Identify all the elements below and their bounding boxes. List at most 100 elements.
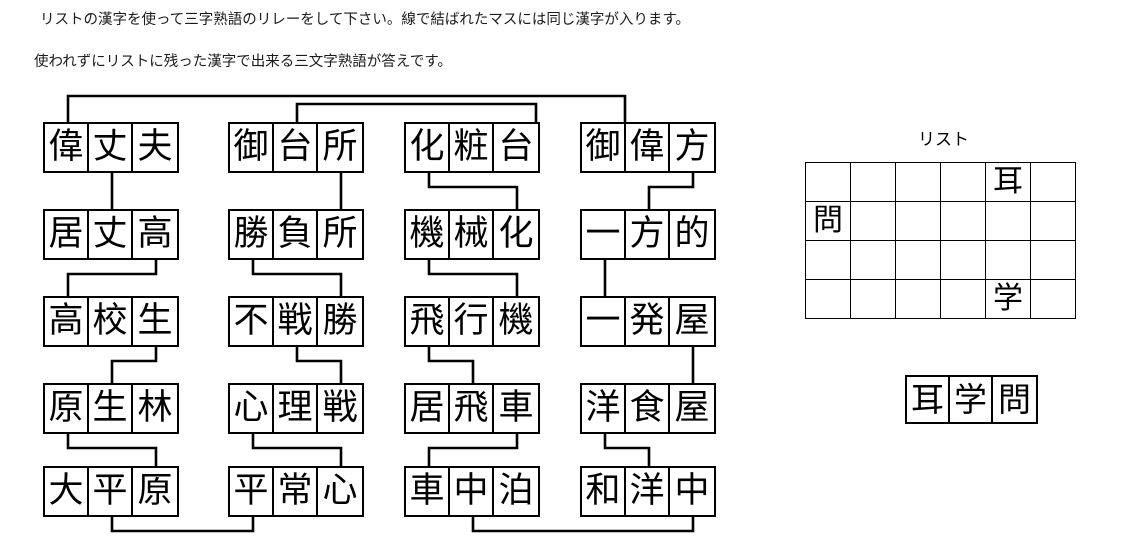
- kanji-cell: 御: [230, 124, 274, 171]
- kanji-cell: 平: [230, 468, 274, 515]
- kanji-cell: 丈: [89, 124, 133, 171]
- word-row-c1-r3: 高校生: [43, 296, 179, 347]
- list-cell[interactable]: [985, 201, 1031, 241]
- kanji-cell: 偉: [45, 124, 89, 171]
- kanji-cell: 高: [133, 211, 177, 258]
- kanji-cell: 食: [626, 385, 670, 432]
- instruction-line-2: 使われずにリストに残った漢字で出来る三文字熟語が答えです。: [34, 53, 452, 70]
- kanji-cell: 負: [274, 211, 318, 258]
- list-cell[interactable]: [940, 201, 986, 241]
- list-row: 学: [805, 279, 1076, 319]
- list-cell[interactable]: [940, 279, 986, 319]
- word-row-c2-r3: 不戦勝: [228, 296, 364, 347]
- link-you-col4r4c1-to-col4r5c2: [603, 430, 651, 466]
- kanji-cell: 偉: [626, 124, 670, 171]
- word-row-c4-r3: 一発屋: [580, 296, 716, 347]
- kanji-cell: 校: [89, 298, 133, 345]
- list-cell[interactable]: 学: [985, 279, 1031, 319]
- link-sha-col3r4c3-to-col3r5c1: [427, 430, 519, 466]
- list-cell[interactable]: [895, 240, 941, 280]
- list-cell[interactable]: [850, 201, 896, 241]
- list-cell[interactable]: 耳: [985, 162, 1031, 202]
- word-row-c3-r2: 機械化: [404, 209, 540, 260]
- kanji-cell: 飛: [406, 298, 450, 345]
- list-cell[interactable]: [1030, 201, 1076, 241]
- kanji-cell: 不: [230, 298, 274, 345]
- kanji-cell: 車: [494, 385, 538, 432]
- list-row: 耳: [805, 162, 1076, 202]
- word-row-c1-r2: 居丈高: [43, 209, 179, 260]
- kanji-cell: 車: [406, 468, 450, 515]
- list-cell[interactable]: [850, 162, 896, 202]
- kanji-cell: 戦: [318, 385, 362, 432]
- kanji-cell: 勝: [318, 298, 362, 345]
- answer-row: 耳学問: [905, 375, 1038, 424]
- list-cell[interactable]: [850, 279, 896, 319]
- kanji-cell: 中: [670, 468, 714, 515]
- word-row-c2-r2: 勝負所: [228, 209, 364, 260]
- link-hou-col4r1c3-to-col4r2c2: [647, 169, 695, 209]
- kanji-cell: 原: [45, 385, 89, 432]
- kanji-cell: 所: [318, 124, 362, 171]
- kanji-cell: 原: [133, 468, 177, 515]
- kanji-cell: 夫: [133, 124, 177, 171]
- list-cell[interactable]: [985, 240, 1031, 280]
- list-cell[interactable]: [805, 279, 851, 319]
- link-gen-col1r4c1-to-col1r5c3: [66, 430, 158, 466]
- connector-lines: [66, 94, 695, 533]
- answer-cell: 学: [950, 377, 993, 422]
- kanji-cell: 台: [494, 124, 538, 171]
- kanji-cell: 高: [45, 298, 89, 345]
- kanji-cell: 生: [133, 298, 177, 345]
- kanji-cell: 所: [318, 211, 362, 258]
- word-row-c3-r5: 車中泊: [404, 466, 540, 517]
- kanji-cell: 心: [318, 468, 362, 515]
- answer-area: 耳学問: [905, 375, 1038, 424]
- kanji-cell: 大: [45, 468, 89, 515]
- list-row: [805, 240, 1076, 280]
- kanji-cell: 的: [670, 211, 714, 258]
- kanji-cell: 戦: [274, 298, 318, 345]
- kanji-cell: 洋: [626, 468, 670, 515]
- list-cell[interactable]: [940, 162, 986, 202]
- word-row-c2-r4: 心理戦: [228, 383, 364, 434]
- kanji-cell: 理: [274, 385, 318, 432]
- link-kou-col1r2c3-to-col1r3c1: [66, 256, 158, 296]
- list-cell[interactable]: [1030, 162, 1076, 202]
- word-row-c1-r5: 大平原: [43, 466, 179, 517]
- list-cell[interactable]: 問: [805, 201, 851, 241]
- list-title: リスト: [918, 130, 969, 150]
- kanji-cell: 発: [626, 298, 670, 345]
- list-cell[interactable]: [805, 240, 851, 280]
- kanji-cell: 中: [450, 468, 494, 515]
- kanji-cell: 居: [406, 385, 450, 432]
- answer-cell: 耳: [907, 377, 950, 422]
- kanji-cell: 平: [89, 468, 133, 515]
- kanji-cell: 屋: [670, 298, 714, 345]
- kanji-cell: 泊: [494, 468, 538, 515]
- list-row: 問: [805, 201, 1076, 241]
- kanji-cell: 化: [494, 211, 538, 258]
- kanji-cell: 和: [582, 468, 626, 515]
- word-row-c1-r1: 偉丈夫: [43, 122, 179, 173]
- list-cell[interactable]: [850, 240, 896, 280]
- list-cell[interactable]: [1030, 240, 1076, 280]
- list-cell[interactable]: [805, 162, 851, 202]
- list-cell[interactable]: [895, 279, 941, 319]
- link-shin-col2r4c1-to-col2r5c3: [251, 430, 343, 466]
- kanji-cell: 居: [45, 211, 89, 258]
- list-cell[interactable]: [895, 201, 941, 241]
- list-grid: 耳問学: [805, 162, 1076, 319]
- instruction-line-1: リストの漢字を使って三字熟語のリレーをして下さい。線で結ばれたマスには同じ漢字が…: [40, 12, 690, 28]
- kanji-cell: 屋: [670, 385, 714, 432]
- list-cell[interactable]: [895, 162, 941, 202]
- kanji-cell: 機: [494, 298, 538, 345]
- list-cell[interactable]: [1030, 279, 1076, 319]
- link-hi-col3r3c1-to-col3r4c2: [427, 343, 475, 383]
- list-cell[interactable]: [940, 240, 986, 280]
- kanji-cell: 一: [582, 298, 626, 345]
- link-ki-col3r2c1-to-col3r3c3: [427, 256, 519, 296]
- list-panel: リスト 耳問学: [805, 125, 1105, 319]
- puzzle-area: 偉丈夫居丈高高校生原生林大平原御台所勝負所不戦勝心理戦平常心化粧台機械化飛行機居…: [43, 94, 716, 533]
- word-row-c4-r1: 御偉方: [580, 122, 716, 173]
